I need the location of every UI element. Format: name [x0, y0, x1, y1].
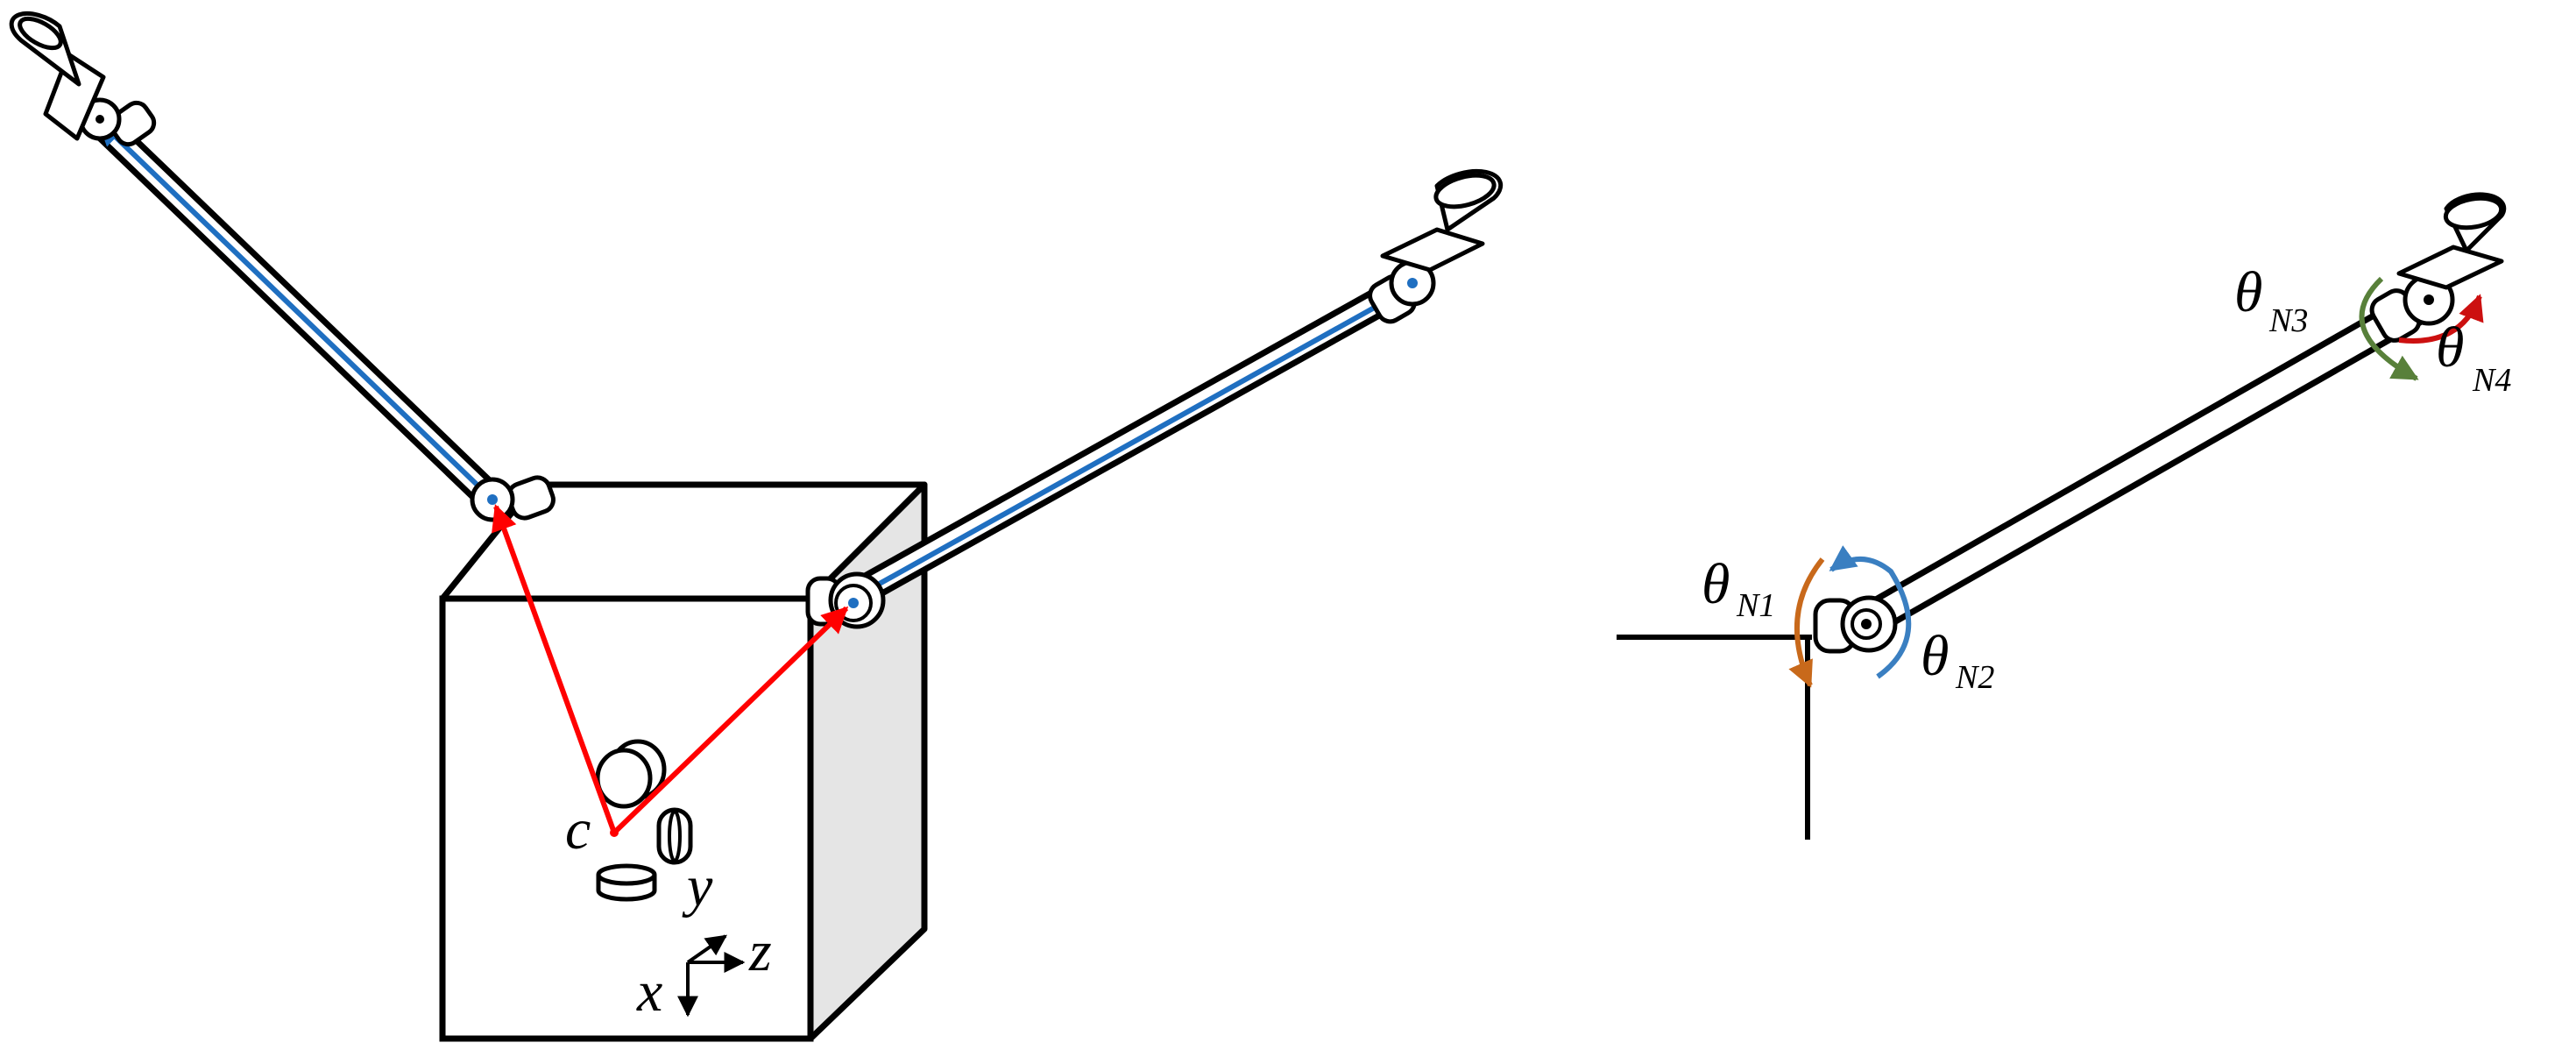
- theta-n1-subscript: N1: [1736, 587, 1775, 624]
- axis-z-label: z: [748, 919, 772, 983]
- theta-n4-subscript: N4: [2472, 362, 2511, 399]
- rotation-arrow-theta-n2: [1829, 545, 1912, 679]
- reaction-wheel-x: [596, 863, 657, 902]
- camera-cone-icon: [9, 11, 106, 141]
- boom-arm-detail: [1853, 291, 2427, 640]
- theta-n2-symbol: θ: [1921, 624, 1949, 688]
- axis-x-label: x: [636, 960, 662, 1024]
- theta-n3-symbol: θ: [2234, 260, 2262, 324]
- spacecraft-body: [439, 481, 928, 1042]
- center-of-mass-label: c: [565, 798, 591, 862]
- reaction-wheel-y: [656, 807, 693, 865]
- theta-n3-subscript: N3: [2268, 302, 2308, 339]
- rotation-arrow-theta-n3: [2359, 276, 2419, 381]
- boom-arm-right: [842, 276, 1418, 611]
- position-vector-right: [612, 606, 849, 835]
- axis-y-label: y: [682, 855, 713, 919]
- gimbal-joint-icon: [805, 571, 886, 629]
- rotation-arrow-theta-n4: [2398, 294, 2484, 344]
- theta-n2-subscript: N2: [1955, 659, 1994, 696]
- gimbal-joint-icon: [1368, 259, 1436, 324]
- camera-cone-icon: [1380, 168, 1504, 273]
- gimbal-joint-icon: [1813, 595, 1898, 654]
- joint-angle-detail: θ N1 θ N2 θ N3 θ N4: [1617, 192, 2511, 840]
- spacecraft-system: x y z c: [9, 11, 1504, 1042]
- theta-n1-symbol: θ: [1702, 552, 1730, 616]
- position-vector-left: [492, 504, 617, 834]
- camera-cone-icon: [2396, 192, 2507, 290]
- rotation-arrow-theta-n1: [1788, 557, 1825, 688]
- body-frame-axes: x y z: [636, 855, 772, 1024]
- theta-n4-symbol: θ: [2436, 316, 2464, 380]
- reaction-wheel-z: [595, 739, 667, 809]
- boom-arm-left: [70, 92, 501, 509]
